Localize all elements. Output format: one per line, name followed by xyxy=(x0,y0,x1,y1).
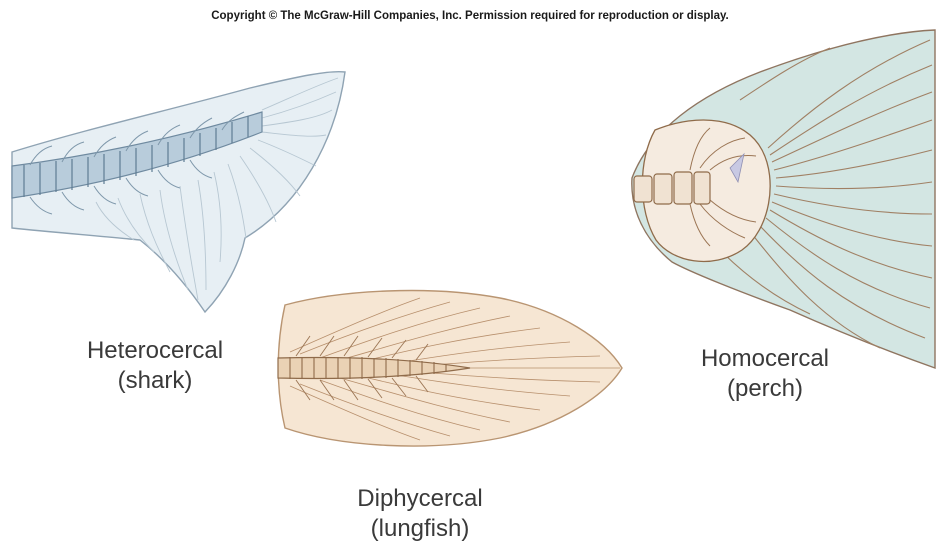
diphycercal-example: (lungfish) xyxy=(320,514,520,544)
diphycercal-tail-illustration xyxy=(278,291,622,446)
homocercal-tail-illustration xyxy=(632,30,935,368)
homocercal-example: (perch) xyxy=(640,374,890,404)
homocercal-vertebrae xyxy=(634,172,710,204)
diphycercal-label: Diphycercal (lungfish) xyxy=(320,484,520,544)
diphycercal-name: Diphycercal xyxy=(320,484,520,514)
heterocercal-example: (shark) xyxy=(40,366,270,396)
heterocercal-tail-illustration xyxy=(12,72,345,312)
heterocercal-label: Heterocercal (shark) xyxy=(40,336,270,396)
heterocercal-name: Heterocercal xyxy=(40,336,270,366)
homocercal-name: Homocercal xyxy=(640,344,890,374)
homocercal-label: Homocercal (perch) xyxy=(640,344,890,404)
